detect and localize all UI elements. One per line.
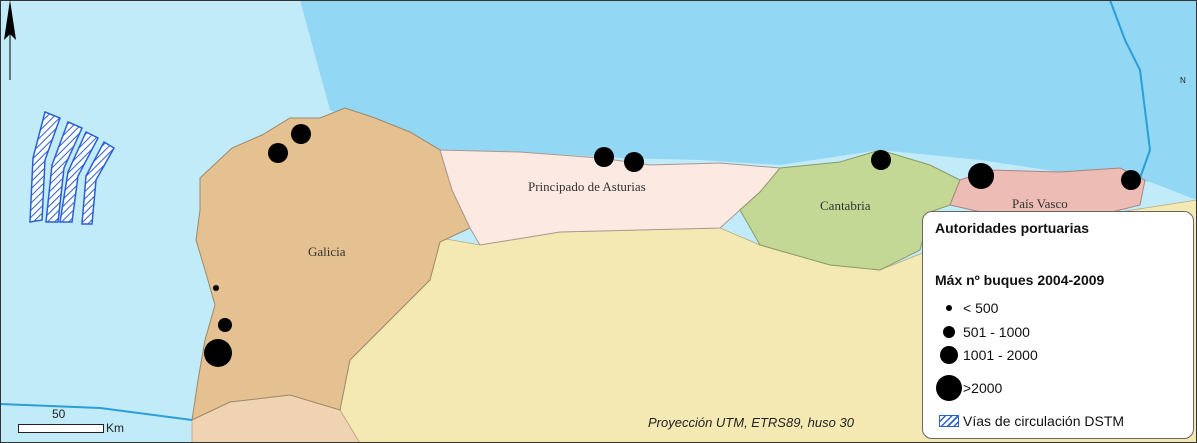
port-marker xyxy=(218,318,232,332)
projection-note: Proyección UTM, ETRS89, huso 30 xyxy=(648,415,854,430)
port-marker xyxy=(213,285,219,291)
legend-item-gt2000: >2000 xyxy=(935,375,1003,401)
dstm-lane xyxy=(81,140,116,225)
legend-label: < 500 xyxy=(963,300,999,316)
scale-bar: 50 Km xyxy=(18,407,158,439)
legend-item-1001-2000: 1001 - 2000 xyxy=(935,345,1038,365)
port-markers xyxy=(204,124,1141,367)
north-arrow-icon xyxy=(4,0,16,80)
port-marker xyxy=(1121,170,1141,190)
coastal-sea xyxy=(300,0,1197,200)
legend-item-501-1000: 501 - 1000 xyxy=(935,322,1030,342)
port-marker xyxy=(594,147,614,167)
port-marker xyxy=(968,163,994,189)
dstm-lane xyxy=(45,121,83,223)
scale-value: 50 xyxy=(52,407,66,421)
legend-item-dstm: Vías de circulación DSTM xyxy=(935,411,1124,431)
scale-unit: Km xyxy=(106,421,124,435)
legend: Autoridades portuarias Máx nº buques 200… xyxy=(922,211,1194,439)
port-marker xyxy=(268,143,288,163)
region-label-galicia: Galicia xyxy=(308,244,346,259)
legend-dot-small xyxy=(946,305,952,311)
dstm-lane xyxy=(29,110,61,223)
maritime-boundary-east xyxy=(1109,0,1152,179)
legend-dot-large xyxy=(940,346,958,364)
legend-dot-medium xyxy=(943,326,955,338)
north-label: N xyxy=(1180,76,1186,85)
legend-item-lt500: < 500 xyxy=(935,298,998,318)
port-marker xyxy=(624,152,644,172)
legend-title: Autoridades portuarias xyxy=(935,220,1090,236)
legend-label: Vías de circulación DSTM xyxy=(963,413,1125,429)
dstm-lane xyxy=(59,130,100,223)
scale-bar-graphic xyxy=(18,424,104,433)
region-label-pais-vasco: País Vasco xyxy=(1012,196,1068,211)
region-galicia xyxy=(191,107,471,421)
hatch-swatch-icon xyxy=(939,415,959,427)
port-marker xyxy=(204,339,232,367)
legend-dot-xlarge xyxy=(936,375,962,401)
legend-label: >2000 xyxy=(963,380,1003,396)
region-label-cantabria: Cantabria xyxy=(820,198,871,213)
legend-label: 501 - 1000 xyxy=(963,324,1030,340)
legend-subtitle: Máx nº buques 2004-2009 xyxy=(935,272,1105,288)
maritime-boundary-south xyxy=(0,403,193,421)
region-label-asturias: Principado de Asturias xyxy=(528,179,646,194)
port-marker xyxy=(871,150,891,170)
dstm-lanes xyxy=(29,110,116,225)
legend-label: 1001 - 2000 xyxy=(963,347,1038,363)
port-marker xyxy=(291,124,311,144)
